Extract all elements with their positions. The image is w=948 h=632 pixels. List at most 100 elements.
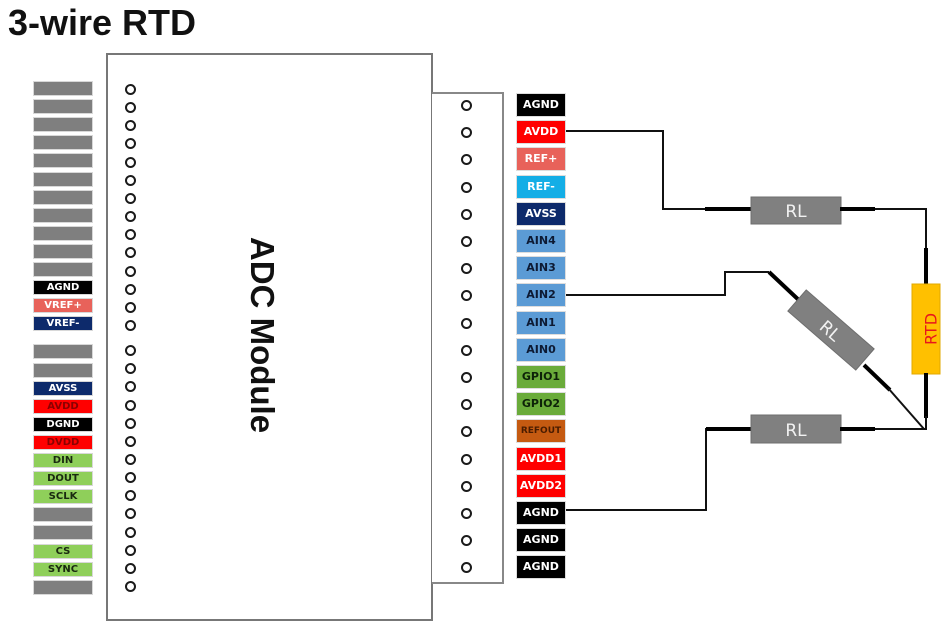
- connector-pin-hole: [461, 372, 472, 383]
- resistor-rl-1-body: [750, 196, 842, 225]
- right-pin-agnd: AGND: [516, 501, 566, 525]
- right-pin-agnd: AGND: [516, 528, 566, 553]
- adc-module-box: [106, 53, 433, 621]
- wire-avdd: [566, 130, 705, 210]
- rtd-label: RTD: [922, 313, 941, 345]
- left-pin-cs: CS: [33, 543, 93, 559]
- module-pin-hole: [125, 490, 136, 502]
- wire-rl2-to-node: [887, 387, 925, 430]
- left-pin-vref: VREF+: [33, 298, 93, 314]
- module-pin-hole: [125, 472, 136, 484]
- module-pin-hole: [125, 138, 136, 150]
- resistor-rl-1-label: RL: [785, 202, 807, 222]
- module-pin-hole: [125, 156, 136, 168]
- module-pin-hole: [125, 345, 136, 357]
- right-pin-refout: REFOUT: [516, 419, 566, 444]
- connector-pin-hole: [461, 508, 472, 519]
- left-pin-agnd: AGND: [33, 280, 93, 296]
- right-pin-ain4: AIN4: [516, 229, 566, 253]
- connector-pin-hole: [461, 154, 472, 166]
- left-pin-unused: [33, 344, 93, 360]
- lead-rl2-top: [767, 270, 805, 306]
- resistor-rl-3: RL: [750, 414, 842, 444]
- module-pin-hole: [125, 211, 136, 223]
- module-pin-hole: [125, 174, 136, 186]
- connector-pin-hole: [461, 426, 472, 438]
- module-pin-hole: [125, 435, 136, 447]
- wire-rl1-to-rtd: [875, 208, 927, 250]
- module-pin-hole: [125, 581, 136, 593]
- left-pin-unused: [33, 81, 93, 96]
- left-pin-dout: DOUT: [33, 471, 93, 487]
- module-pin-hole: [125, 120, 136, 132]
- module-pin-hole: [125, 283, 136, 295]
- module-pin-hole: [125, 526, 136, 538]
- right-pin-ref: REF+: [516, 147, 566, 172]
- module-pin-hole: [125, 102, 136, 114]
- left-pin-unused: [33, 207, 93, 223]
- module-pin-hole: [125, 229, 136, 241]
- left-pin-unused: [33, 362, 93, 378]
- right-pin-avdd2: AVDD2: [516, 473, 566, 498]
- connector-pin-hole: [461, 100, 472, 111]
- left-pin-vref: VREF-: [33, 316, 93, 332]
- right-pin-agnd: AGND: [516, 93, 566, 117]
- module-pin-hole: [125, 319, 136, 331]
- module-pin-hole: [125, 192, 136, 204]
- resistor-rl-2-body: [787, 289, 875, 371]
- right-pin-agnd: AGND: [516, 555, 566, 580]
- right-connector-block: [432, 92, 504, 584]
- connector-pin-hole: [461, 562, 472, 574]
- connector-pin-hole: [461, 317, 472, 329]
- connector-pin-hole: [461, 181, 472, 193]
- module-pin-hole: [125, 454, 136, 465]
- left-pin-unused: [33, 507, 93, 523]
- left-pin-unused: [33, 579, 93, 595]
- connector-pin-hole: [461, 399, 472, 411]
- lead-rl2-bottom: [862, 363, 892, 392]
- left-pin-unused: [33, 153, 93, 169]
- left-pin-unused: [33, 99, 93, 115]
- right-pin-ain0: AIN0: [516, 337, 566, 362]
- connector-pin-hole: [461, 480, 472, 492]
- rtd-sensor: RTD: [911, 283, 941, 375]
- right-pin-ain3: AIN3: [516, 256, 566, 281]
- module-pin-hole: [125, 381, 136, 393]
- resistor-rl-1: RL: [750, 196, 842, 225]
- left-pin-sclk: SCLK: [33, 489, 93, 505]
- left-pin-avss: AVSS: [33, 380, 93, 396]
- diagram-title: 3-wire RTD: [8, 2, 197, 43]
- left-pin-dvdd: DVDD: [33, 434, 93, 450]
- wire-agnd: [566, 428, 710, 511]
- connector-pin-hole: [461, 535, 472, 547]
- module-pin-hole: [125, 562, 136, 574]
- right-pin-gpio1: GPIO1: [516, 365, 566, 389]
- left-pin-dgnd: DGND: [33, 416, 93, 432]
- module-pin-hole: [125, 363, 136, 375]
- module-pin-hole: [125, 399, 136, 411]
- connector-pin-hole: [461, 208, 472, 220]
- right-pin-avss: AVSS: [516, 201, 566, 226]
- left-pin-unused: [33, 262, 93, 277]
- left-pin-avdd: AVDD: [33, 398, 93, 414]
- right-pin-gpio2: GPIO2: [516, 392, 566, 417]
- connector-pin-hole: [461, 453, 472, 465]
- connector-pin-hole: [461, 263, 472, 275]
- resistor-rl-3-body: [750, 414, 842, 444]
- module-pin-hole: [125, 508, 136, 520]
- left-pin-unused: [33, 117, 93, 133]
- module-pin-hole: [125, 544, 136, 556]
- module-pin-hole: [125, 84, 136, 95]
- module-pin-hole: [125, 247, 136, 259]
- resistor-rl-2: RL: [787, 289, 875, 371]
- right-pin-ref: REF-: [516, 174, 566, 199]
- left-pin-unused: [33, 525, 93, 541]
- right-pin-ain1: AIN1: [516, 310, 566, 335]
- right-pin-avdd1: AVDD1: [516, 446, 566, 471]
- left-pin-unused: [33, 225, 93, 241]
- connector-pin-hole: [461, 127, 472, 139]
- module-pin-hole: [125, 417, 136, 429]
- left-pin-unused: [33, 189, 93, 205]
- module-pin-hole: [125, 301, 136, 313]
